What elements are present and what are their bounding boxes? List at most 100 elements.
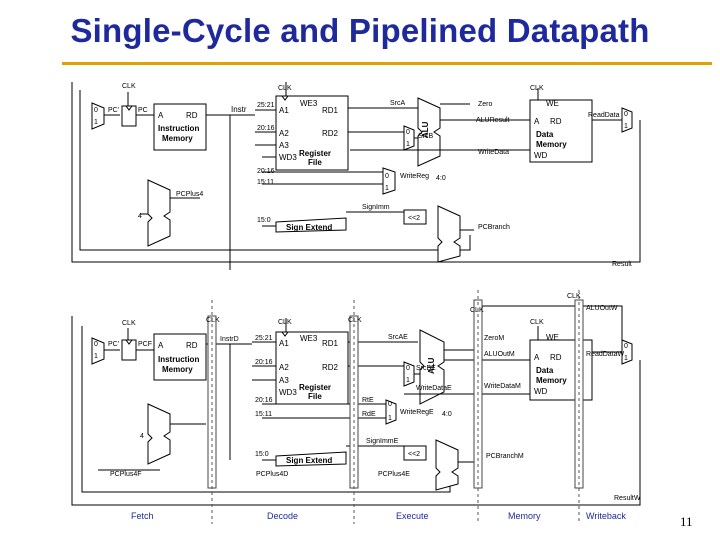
sign-extend (275, 217, 347, 233)
aluoutw-label: ALUOutW (586, 305, 618, 312)
pcplus4d-label: PCPlus4D (256, 471, 288, 478)
srcb-label: SrcB (418, 133, 434, 140)
shift-left-2 (403, 445, 427, 461)
imem-rd: RD (186, 341, 198, 350)
bits-2521: 25:21 (257, 102, 275, 109)
zerom-label: ZeroM (484, 335, 504, 342)
clk-label: CLK (122, 83, 136, 90)
pcplus4e-label: PCPlus4E (378, 471, 410, 478)
writerege-sub: 4:0 (442, 411, 452, 418)
clk-label: CLK (122, 320, 136, 327)
writereg-sub: 4:0 (436, 175, 446, 182)
mux0-label: 0 (94, 107, 98, 114)
writedatae-label: WriteDataE (416, 385, 452, 392)
register-file (275, 95, 349, 171)
pc-mux (91, 337, 105, 365)
pc-label: PC (138, 107, 148, 114)
writedatam-label: WriteDataM (484, 383, 521, 390)
srca-label: SrcA (390, 100, 406, 107)
srcbe-label: SrcBE (416, 365, 436, 372)
instruction-memory (153, 103, 207, 151)
pcplus4f-label: PCPlus4F (110, 471, 142, 478)
pcbranch-label: PCBranch (478, 224, 510, 231)
bits-150: 15:0 (255, 451, 269, 458)
rf-a3: A3 (279, 376, 289, 385)
dm-clk: CLK (530, 319, 544, 326)
single-cycle-labels: CLK PC' PC 0 1 A RD Instruction Memory I… (94, 83, 632, 268)
instrd-label: InstrD (220, 336, 239, 343)
stage-writeback: Writeback (586, 511, 626, 521)
branch-adder (435, 439, 459, 491)
rf-a2: A2 (279, 129, 289, 138)
alu-label: ALU (421, 121, 430, 138)
rf-name2: File (308, 392, 322, 401)
mux1-label: 1 (94, 353, 98, 360)
instr-label: Instr (231, 105, 247, 114)
bits-2016: 20:16 (255, 359, 273, 366)
result-label: Result (612, 261, 632, 268)
bits-2016: 20:16 (257, 125, 275, 132)
wr-mux1: 1 (385, 185, 389, 192)
data-memory (529, 99, 593, 163)
signimm-label: SignImm (362, 204, 390, 211)
signimme-label: SignImmE (366, 438, 399, 445)
resultw-label: ResultW (614, 495, 641, 502)
res-mux1: 1 (624, 123, 628, 130)
imem-name2: Memory (162, 134, 193, 143)
pcf-label: PCF (138, 341, 152, 348)
pc-register (121, 105, 137, 127)
dm-name1: Data (536, 366, 554, 375)
resultw-wire (71, 316, 641, 506)
four-label: 4 (138, 213, 142, 220)
signext-label: Sign Extend (286, 456, 332, 465)
dm-name2: Memory (536, 140, 567, 149)
res-mux1: 1 (624, 355, 628, 362)
rf-a3: A3 (279, 141, 289, 150)
srcbe-mux1: 1 (406, 377, 410, 384)
title-underline (62, 62, 712, 65)
rf-name1: Register (299, 383, 331, 392)
writereg-label: WriteReg (400, 173, 429, 180)
rf-rd2: RD2 (322, 363, 339, 372)
rf-name1: Register (299, 149, 331, 158)
res-mux0: 0 (624, 343, 628, 350)
bits-1511: 15:11 (257, 179, 274, 186)
pc-next-label: PC' (108, 107, 119, 114)
imem-name1: Instruction (158, 124, 199, 133)
pc-register (121, 339, 137, 361)
writedata-label: WriteData (478, 149, 509, 156)
dm-we: WE (546, 99, 559, 108)
imem-a: A (158, 111, 164, 120)
dm-a: A (534, 117, 540, 126)
writerege-mux (385, 399, 397, 425)
pipelined-datapath (71, 290, 641, 524)
srcb-mux (403, 125, 415, 151)
bits-1511: 15:11 (255, 411, 272, 418)
dm-we: WE (546, 333, 559, 342)
writerege-label: WriteRegE (400, 409, 434, 416)
dm-wd: WD (534, 151, 548, 160)
dm-clk: CLK (530, 85, 544, 92)
rf-wd3: WD3 (279, 388, 297, 397)
pipelined-labels: CLK PC' PCF 0 1 A RD Instruction Memory … (94, 293, 641, 502)
pcbranchm-label: PCBranchM (486, 453, 524, 460)
zero-label: Zero (478, 101, 493, 108)
mux1-label: 1 (94, 119, 98, 126)
four-label: 4 (140, 433, 144, 440)
fd-clk: CLK (206, 317, 220, 324)
em-clk: CLK (470, 307, 484, 314)
stage-decode: Decode (267, 511, 298, 521)
wr-mux1: 1 (388, 415, 392, 422)
shift-left-2 (403, 209, 427, 225)
res-mux0: 0 (624, 111, 628, 118)
result-wire (71, 82, 641, 263)
srcbe-mux0: 0 (406, 365, 410, 372)
rf-rd2: RD2 (322, 129, 339, 138)
rf-a2: A2 (279, 363, 289, 372)
stage-fetch: Fetch (131, 511, 154, 521)
sign-extend (275, 451, 347, 467)
srcb-mux1: 1 (406, 141, 410, 148)
rf-rd1: RD1 (322, 339, 339, 348)
rf-we3: WE3 (300, 334, 318, 343)
